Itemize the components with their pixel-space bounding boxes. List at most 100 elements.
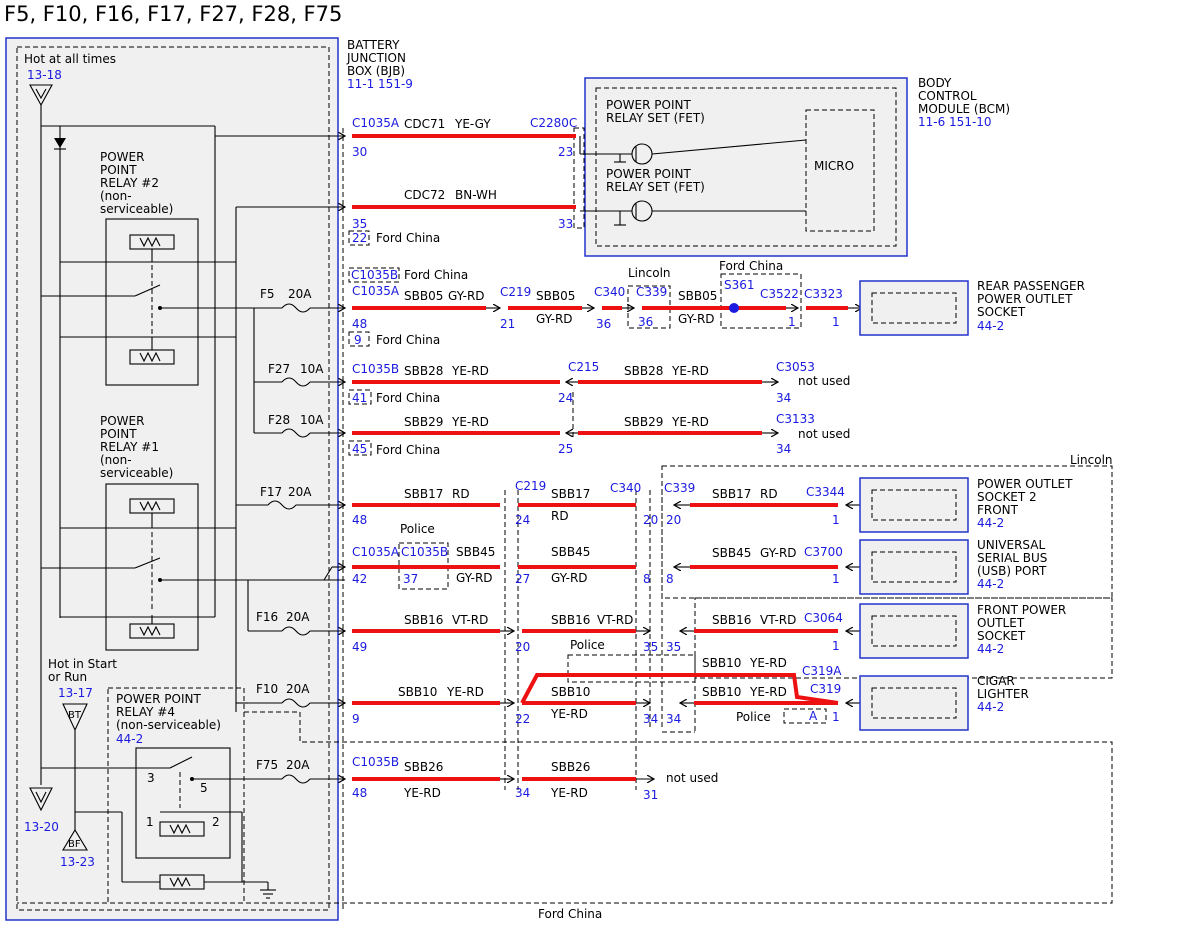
note-fordchina-r4: Ford China bbox=[376, 391, 440, 405]
fps-l3: SOCKET bbox=[977, 629, 1026, 643]
relay1-l3: RELAY #1 bbox=[100, 440, 159, 454]
rear-socket-box[interactable] bbox=[859, 280, 969, 336]
pin-8-a: 8 bbox=[643, 572, 651, 586]
conn-c1035a-r3: C1035A bbox=[352, 284, 400, 298]
pin-20-b: 20 bbox=[666, 513, 681, 527]
relay4-ref: 44-2 bbox=[116, 732, 143, 746]
diagram-title: F5, F10, F16, F17, F27, F28, F75 bbox=[4, 2, 343, 26]
circ-sbb17-2: SBB17 bbox=[551, 487, 590, 501]
bcm-l2: CONTROL bbox=[918, 89, 977, 103]
circ-sbb05-2-color: GY-RD bbox=[536, 312, 573, 326]
rear-socket-l2: POWER OUTLET bbox=[977, 292, 1073, 306]
conn-c2280c: C2280C bbox=[530, 116, 577, 130]
circ-sbb10-3-color: YE-RD bbox=[749, 685, 787, 699]
bt-feed-icon bbox=[62, 703, 88, 732]
circ-sbb26-1-color: YE-RD bbox=[403, 786, 441, 800]
cigar-l1: CIGAR bbox=[977, 674, 1015, 688]
hot-all-ref: 13-18 bbox=[27, 68, 62, 82]
fuse-f28-label: F28 bbox=[268, 413, 290, 427]
hot-run-ref: 13-17 bbox=[58, 686, 93, 700]
relay2-l5: serviceable) bbox=[100, 202, 173, 216]
rear-socket-l3: SOCKET bbox=[977, 305, 1026, 319]
rear-socket-l1: REAR PASSENGER bbox=[977, 279, 1085, 293]
relay1-l5: serviceable) bbox=[100, 466, 173, 480]
pin-35-a: 35 bbox=[643, 640, 658, 654]
relay4-pin1: 1 bbox=[146, 815, 154, 829]
bcm-ref: 11-6 151-10 bbox=[918, 115, 992, 129]
fps-box[interactable] bbox=[859, 603, 969, 659]
pin-24-r6: 24 bbox=[515, 513, 530, 527]
relay2-l1: POWER bbox=[100, 150, 144, 164]
ps2-box[interactable] bbox=[859, 477, 969, 533]
pin-34-r5: 34 bbox=[776, 442, 791, 456]
circ-sbb29-2-color: YE-RD bbox=[671, 415, 709, 429]
circ-sbb29-1-color: YE-RD bbox=[451, 415, 489, 429]
bjb-inner-dashed bbox=[16, 46, 330, 911]
usb-l3: (USB) PORT bbox=[977, 564, 1047, 578]
circ-sbb16-2: SBB16 bbox=[551, 613, 590, 627]
v-feed-bottom-icon bbox=[29, 787, 53, 812]
pin-20-a: 20 bbox=[643, 513, 658, 527]
pin-8-b: 8 bbox=[666, 572, 674, 586]
fps-l1: FRONT POWER bbox=[977, 603, 1066, 617]
pin-36-b: 36 bbox=[638, 315, 653, 329]
circ-cdc72-color: BN-WH bbox=[455, 188, 497, 202]
fuse-f16-label: F16 bbox=[256, 610, 278, 624]
relay2-l4: (non- bbox=[100, 189, 132, 203]
conn-c1035b-r4: C1035B bbox=[352, 362, 399, 376]
cigar-ref: 44-2 bbox=[977, 700, 1004, 714]
usb-l2: SERIAL BUS bbox=[977, 551, 1047, 565]
conn-c3064: C3064 bbox=[804, 611, 843, 625]
pin-48-r3: 48 bbox=[352, 317, 367, 331]
fuse-f10: F10 20A bbox=[256, 682, 345, 708]
relay1-l2: POINT bbox=[100, 427, 137, 441]
pin-a: A bbox=[809, 709, 818, 723]
pin-30: 30 bbox=[352, 145, 367, 159]
bcm-micro-box bbox=[805, 109, 875, 232]
circ-sbb17-3: SBB17 bbox=[712, 487, 751, 501]
fet2-icon bbox=[580, 200, 806, 226]
bcm-l3: MODULE (BCM) bbox=[918, 102, 1010, 116]
usb-box[interactable] bbox=[859, 539, 969, 595]
note-lincoln-r6: Lincoln bbox=[1070, 453, 1113, 467]
cigar-box[interactable] bbox=[859, 675, 969, 731]
bf-feed-icon bbox=[62, 828, 88, 851]
pin-9-r9: 9 bbox=[352, 712, 360, 726]
fuse-f10-amp: 20A bbox=[286, 682, 310, 696]
fuse-f28: F28 10A bbox=[268, 413, 345, 438]
fuse-f16-amp: 20A bbox=[286, 610, 310, 624]
circ-sbb10-3: SBB10 bbox=[702, 685, 741, 699]
circ-cdc71-color: YE-GY bbox=[454, 117, 491, 131]
circ-sbb45-1-color: GY-RD bbox=[456, 571, 493, 585]
circ-sbb16-3-color: VT-RD bbox=[760, 613, 796, 627]
relay2-coil-top bbox=[129, 234, 175, 262]
diode-icon bbox=[54, 138, 66, 148]
relay4-pin2: 2 bbox=[212, 815, 220, 829]
pin-35-r2: 35 bbox=[352, 217, 367, 231]
fuse-f16: F16 20A bbox=[256, 610, 345, 636]
circ-sbb17-2-color: RD bbox=[551, 509, 569, 523]
note-fordchina-r5: Ford China bbox=[376, 443, 440, 457]
fuse-f17-label: F17 bbox=[260, 485, 282, 499]
pin-49: 49 bbox=[352, 640, 367, 654]
pin-22-r9: 22 bbox=[515, 712, 530, 726]
hot-all-label: Hot at all times bbox=[24, 52, 116, 66]
pin-22-r2: 22 bbox=[352, 231, 367, 245]
circ-sbb05-1-color: GY-RD bbox=[448, 289, 485, 303]
conn-c319a: C319A bbox=[802, 664, 842, 678]
note-fordchina-r3b: Ford China bbox=[376, 333, 440, 347]
circ-sbb29-2: SBB29 bbox=[624, 415, 663, 429]
fuse-f27: F27 10A bbox=[268, 362, 345, 387]
circ-cdc71: CDC71 bbox=[404, 117, 445, 131]
conn-c319: C319 bbox=[810, 682, 841, 696]
circ-sbb16-3: SBB16 bbox=[712, 613, 751, 627]
fuse-f27-amp: 10A bbox=[300, 362, 324, 376]
pin-48-r6: 48 bbox=[352, 513, 367, 527]
fps-l2: OUTLET bbox=[977, 616, 1025, 630]
relay1-box bbox=[105, 483, 199, 651]
pin-34-b: 34 bbox=[666, 712, 681, 726]
relay4-coil bbox=[159, 821, 205, 837]
bcm-fet2-l1: POWER POINT bbox=[606, 167, 691, 181]
pin-1-c3700: 1 bbox=[832, 572, 840, 586]
circ-sbb10-police: SBB10 bbox=[702, 656, 741, 670]
